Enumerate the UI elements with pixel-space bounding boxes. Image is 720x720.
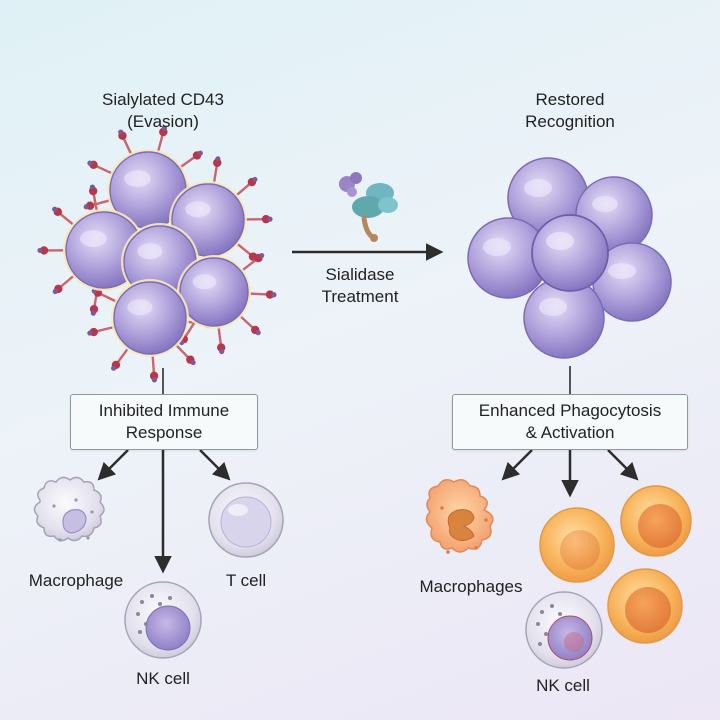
sialic-acid-tip xyxy=(149,371,159,381)
desialylated-tumor-cluster xyxy=(467,157,672,359)
sialic-acid-cap xyxy=(161,125,167,131)
sialic-acid-cap xyxy=(252,176,258,183)
arrow-to-t-cells-active xyxy=(607,449,639,481)
sialic-acid-cap xyxy=(111,365,117,371)
sialic-acid-cap xyxy=(89,184,96,190)
tumor-cell xyxy=(107,149,189,231)
sialic-acid-cap xyxy=(271,292,277,298)
inhibited-response-line2: Response xyxy=(125,423,203,442)
sialic-acid-tip xyxy=(265,290,275,299)
sialic-acid-tip xyxy=(39,246,49,255)
nk-cell-label-left: NK cell xyxy=(136,669,190,688)
sialic-acid-cap xyxy=(90,310,96,316)
sialic-acid-cap xyxy=(52,288,58,295)
treatment-label-line2: Treatment xyxy=(321,287,399,306)
sialic-acid-cap xyxy=(255,330,261,336)
tumor-cell xyxy=(531,214,609,292)
sialic-acid-cap xyxy=(151,377,157,383)
activated-lymphocyte xyxy=(620,485,692,557)
sialic-acid-cap xyxy=(219,348,225,355)
sialic-acid-cap xyxy=(87,160,93,166)
enhanced-phagocytosis-line2: & Activation xyxy=(525,423,615,442)
tumor-cell xyxy=(177,255,251,329)
treatment-label-line1: Sialidase xyxy=(325,265,395,284)
treatment-label: Sialidase Treatment xyxy=(300,264,420,308)
right-cluster-title: Restored Recognition xyxy=(500,89,640,133)
sialic-acid-cap xyxy=(118,129,124,135)
enhanced-phagocytosis-box: Enhanced Phagocytosis & Activation xyxy=(452,394,688,450)
inhibited-response-line1: Inhibited Immune xyxy=(98,401,230,420)
sialidase-enzyme-icon xyxy=(339,172,398,242)
left-cluster-title: Sialylated CD43 (Evasion) xyxy=(68,89,258,133)
macrophage-label: Macrophage xyxy=(28,571,124,590)
left-cluster-title-line1: Sialylated CD43 xyxy=(102,90,224,109)
tumor-cell xyxy=(111,279,189,357)
inhibited-response-box: Inhibited Immune Response xyxy=(70,394,258,450)
sialic-acid-cap xyxy=(259,252,265,259)
sialic-acid-cap xyxy=(267,216,273,222)
t-cell-inhibited-icon xyxy=(208,482,284,558)
nk-cell-label-right: NK cell xyxy=(536,676,590,695)
activated-lymphocyte xyxy=(607,568,683,644)
left-cluster-title-line2: (Evasion) xyxy=(127,112,199,131)
arrow-to-macrophages xyxy=(501,449,533,481)
sialylated-tumor-cluster xyxy=(37,125,277,383)
sialic-acid-cap xyxy=(52,206,58,212)
t-cell-label: T cell xyxy=(225,571,267,590)
sialic-acid-cap xyxy=(87,330,93,336)
macrophages-label: Macrophages xyxy=(419,577,523,596)
right-cluster-title-line1: Restored xyxy=(535,90,605,109)
sialic-acid-cap xyxy=(37,247,43,254)
sialic-acid-tip xyxy=(261,214,271,224)
right-cluster-title-line2: Recognition xyxy=(525,112,615,131)
nk-cell-activated-icon xyxy=(525,591,603,669)
sialic-acid-cap xyxy=(83,204,89,210)
sialic-acid-cap xyxy=(190,359,196,366)
sialic-acid-cap xyxy=(215,156,221,162)
activated-lymphocyte xyxy=(539,507,615,583)
nk-cell-inhibited-icon xyxy=(124,581,202,659)
enhanced-phagocytosis-line1: Enhanced Phagocytosis xyxy=(478,401,662,420)
arrow-to-macrophage xyxy=(97,449,129,481)
sialic-acid-cap xyxy=(197,150,203,156)
arrow-to-t-cell xyxy=(199,449,231,481)
macrophage-activated-icon xyxy=(425,479,494,554)
tumor-cell xyxy=(523,277,605,359)
macrophage-inhibited-icon xyxy=(33,476,105,542)
